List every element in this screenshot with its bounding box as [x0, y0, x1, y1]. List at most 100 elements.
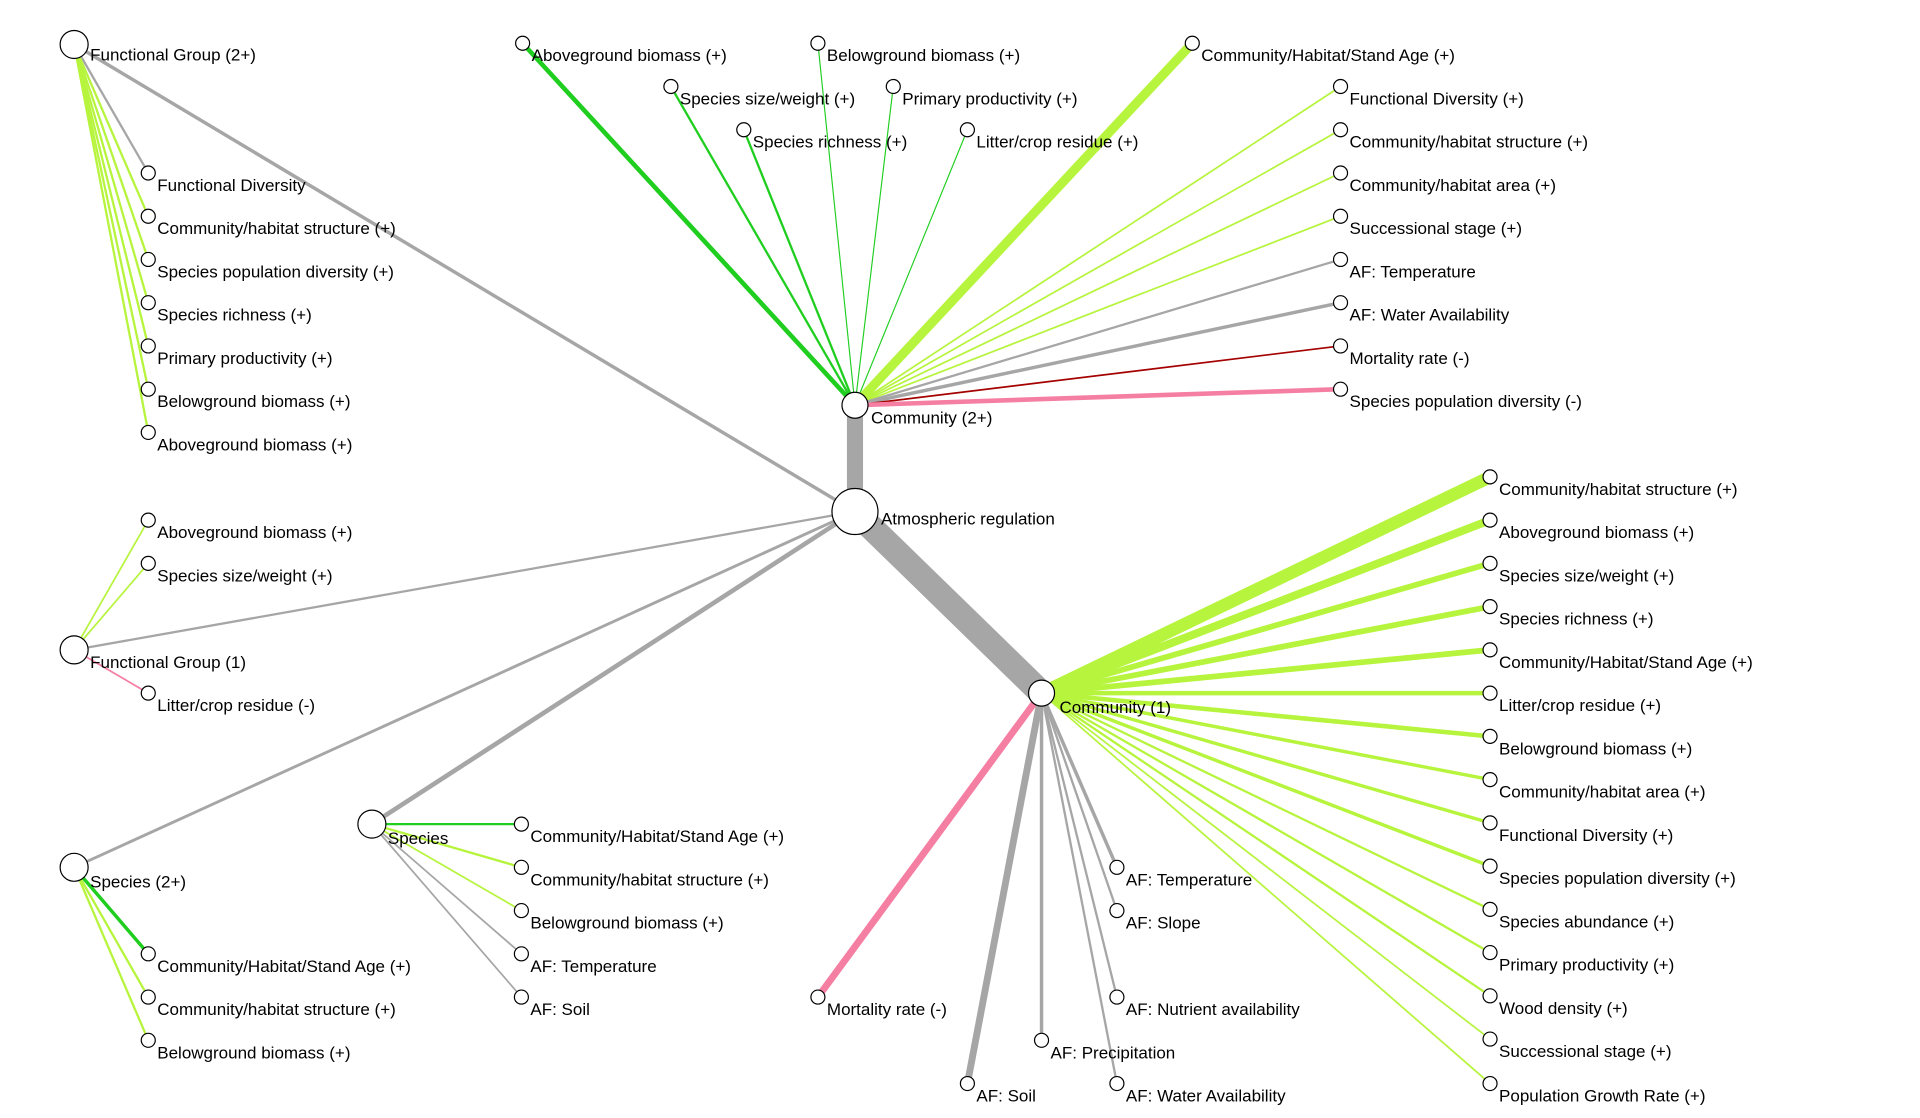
edge-root-species	[370, 509, 857, 827]
leaf-label-species2-community-habitat-stand-age: Community/Habitat/Stand Age (+)	[157, 957, 411, 976]
leaf-node-comm1-wood-density	[1482, 988, 1498, 1004]
edge-species2-community-habitat-structure	[73, 866, 150, 998]
leaf-label-species2-belowground-biomass: Belowground biomass (+)	[157, 1043, 350, 1062]
leaf-label-species-belowground-biomass: Belowground biomass (+)	[530, 914, 723, 933]
leaf-node-fg2-aboveground-biomass	[140, 424, 156, 441]
edge-comm2-species-size-weight	[669, 85, 856, 406]
leaf-label-comm1-belowground-biomass: Belowground biomass (+)	[1499, 739, 1692, 758]
leaf-node-species-belowground-biomass	[513, 902, 529, 919]
leaf-label-fg2-species-richness: Species richness (+)	[157, 306, 311, 325]
edge-species-community-habitat-structure	[371, 822, 522, 869]
edge-comm2-af-water-availability	[854, 301, 1341, 407]
leaf-label-comm1-aboveground-biomass: Aboveground biomass (+)	[1499, 523, 1694, 542]
leaf-node-fg2-species-population-diversity	[140, 251, 156, 268]
leaf-node-comm1-mortality-rate	[810, 989, 826, 1005]
edge-comm1-af-nutrient-availability	[1040, 692, 1119, 998]
edge-comm1-primary-productivity	[1040, 692, 1491, 954]
edge-comm1-mortality-rate	[815, 691, 1045, 1000]
group-label-comm1: Community (1)	[1060, 698, 1171, 717]
leaf-node-comm2-af-temperature	[1332, 251, 1349, 268]
leaf-node-comm2-litter-crop-residue	[959, 122, 976, 138]
leaf-node-species-community-habitat-structure	[513, 859, 529, 875]
leaf-node-species-af-soil	[513, 989, 529, 1005]
edge-comm1-species-size-weight	[1040, 560, 1491, 696]
leaf-label-comm1-species-size-weight: Species size/weight (+)	[1499, 566, 1674, 585]
leaf-node-comm1-af-nutrient-availability	[1109, 989, 1125, 1005]
leaf-label-fg2-species-population-diversity: Species population diversity (+)	[157, 262, 394, 281]
edge-comm1-population-growth-rate	[1040, 692, 1491, 1085]
leaf-label-comm1-functional-diversity: Functional Diversity (+)	[1499, 826, 1673, 845]
leaf-label-fg2-aboveground-biomass: Aboveground biomass (+)	[157, 435, 352, 454]
leaf-node-comm2-species-size-weight	[663, 78, 679, 95]
edge-comm2-functional-diversity	[854, 85, 1342, 406]
leaf-label-comm2-mortality-rate: Mortality rate (-)	[1350, 349, 1470, 368]
leaf-label-comm1-species-population-diversity: Species population diversity (+)	[1499, 869, 1736, 888]
leaf-label-fg2-functional-diversity: Functional Diversity	[157, 176, 306, 195]
leaf-label-comm1-community-habitat-structure: Community/habitat structure (+)	[1499, 480, 1738, 499]
group-node-comm2	[841, 391, 869, 419]
edge-comm2-community-habitat-stand-age	[851, 40, 1196, 409]
leaf-label-comm2-belowground-biomass: Belowground biomass (+)	[827, 46, 1020, 65]
root-label: Atmospheric regulation	[881, 510, 1055, 529]
leaf-label-comm2-species-size-weight: Species size/weight (+)	[680, 89, 855, 108]
leaf-label-comm1-af-slope: AF: Slope	[1126, 914, 1201, 933]
leaf-label-comm1-population-growth-rate: Population Growth Rate (+)	[1499, 1087, 1705, 1106]
leaf-label-comm2-successional-stage: Successional stage (+)	[1350, 219, 1522, 238]
leaf-label-comm1-af-nutrient-availability: AF: Nutrient availability	[1126, 1000, 1300, 1019]
edge-comm1-community-habitat-structure	[1038, 471, 1493, 699]
leaf-node-comm1-population-growth-rate	[1482, 1075, 1498, 1092]
leaf-node-comm1-species-richness	[1482, 599, 1498, 615]
leaf-label-comm2-species-population-diversity: Species population diversity (-)	[1350, 392, 1582, 411]
edge-comm1-community-habitat-stand-age	[1041, 647, 1491, 696]
leaf-node-comm2-species-richness	[736, 122, 752, 138]
leaf-node-comm1-species-size-weight	[1482, 555, 1498, 571]
edge-comm1-af-soil	[964, 692, 1045, 1085]
leaf-label-fg2-primary-productivity: Primary productivity (+)	[157, 349, 332, 368]
leaf-label-comm2-community-habitat-structure: Community/habitat structure (+)	[1350, 133, 1589, 152]
edge-species2-community-habitat-stand-age	[72, 866, 150, 955]
leaf-node-comm2-successional-stage	[1332, 208, 1349, 224]
edge-comm2-mortality-rate	[854, 345, 1341, 407]
leaf-label-fg1-aboveground-biomass: Aboveground biomass (+)	[157, 523, 352, 542]
leaf-label-species2-community-habitat-structure: Community/habitat structure (+)	[157, 1000, 396, 1019]
leaf-label-fg1-species-size-weight: Species size/weight (+)	[157, 566, 332, 585]
edge-fg2-community-habitat-structure	[73, 44, 150, 217]
leaf-node-comm2-belowground-biomass	[810, 35, 826, 51]
edge-comm2-litter-crop-residue	[854, 129, 968, 406]
leaf-label-species-community-habitat-structure: Community/habitat structure (+)	[530, 870, 769, 889]
leaf-node-comm1-af-soil	[959, 1075, 976, 1092]
leaf-node-species2-community-habitat-stand-age	[140, 946, 156, 962]
root-node	[831, 487, 879, 536]
edge-fg2-species-population-diversity	[73, 44, 150, 260]
edge-species-af-temperature	[371, 823, 522, 955]
edge-comm1-belowground-biomass	[1041, 690, 1491, 739]
leaf-label-comm2-litter-crop-residue: Litter/crop residue (+)	[976, 133, 1138, 152]
edge-comm1-species-abundance	[1041, 692, 1491, 911]
edge-comm1-aboveground-biomass	[1040, 516, 1492, 697]
leaf-label-comm1-af-temperature: AF: Temperature	[1126, 870, 1252, 889]
leaf-label-fg1-litter-crop-residue: Litter/crop residue (-)	[157, 696, 315, 715]
edge-fg2-aboveground-biomass	[73, 44, 150, 433]
edge-species-belowground-biomass	[371, 823, 522, 912]
leaf-label-comm1-wood-density: Wood density (+)	[1499, 999, 1628, 1018]
leaf-label-fg2-belowground-biomass: Belowground biomass (+)	[157, 392, 350, 411]
edge-comm1-wood-density	[1040, 692, 1491, 997]
leaf-node-species-community-habitat-stand-age	[513, 816, 529, 832]
leaf-node-comm1-af-slope	[1109, 902, 1125, 919]
leaf-node-comm2-mortality-rate	[1332, 338, 1349, 354]
leaf-label-comm2-community-habitat-area: Community/habitat area (+)	[1350, 176, 1556, 195]
edge-species2-belowground-biomass	[73, 866, 150, 1041]
leaf-label-comm2-species-richness: Species richness (+)	[753, 133, 907, 152]
leaf-node-species2-belowground-biomass	[140, 1032, 156, 1048]
group-label-fg1: Functional Group (1)	[90, 653, 246, 672]
leaf-node-comm1-af-temperature	[1109, 859, 1125, 875]
leaf-label-comm2-functional-diversity: Functional Diversity (+)	[1350, 89, 1524, 108]
group-node-fg1	[59, 635, 89, 665]
leaf-node-fg1-litter-crop-residue	[140, 685, 156, 701]
leaf-label-comm2-primary-productivity: Primary productivity (+)	[902, 89, 1077, 108]
group-label-comm2: Community (2+)	[871, 408, 992, 427]
leaf-node-fg2-community-habitat-structure	[140, 208, 156, 224]
leaf-node-comm1-litter-crop-residue	[1482, 685, 1498, 701]
